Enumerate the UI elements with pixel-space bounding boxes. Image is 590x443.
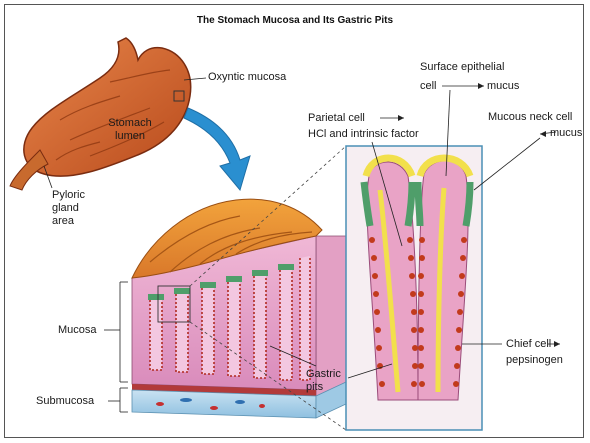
surface-epithelial-cell-line2: cell [420, 80, 437, 93]
pyloric-gland-area-label: Pyloric gland area [52, 189, 85, 228]
stomach-lumen-line1: Stomach [100, 117, 160, 130]
stomach-lumen-line2: lumen [100, 130, 160, 143]
hcl-intrinsic-factor-label: HCl and intrinsic factor [308, 128, 419, 141]
pyloric-line1: Pyloric [52, 189, 85, 202]
oxyntic-mucosa-label: Oxyntic mucosa [208, 71, 286, 84]
surface-mucus-label: mucus [487, 80, 519, 93]
pepsinogen-label: pepsinogen [506, 354, 563, 367]
mucosa-label: Mucosa [58, 324, 97, 337]
submucosa-label: Submucosa [36, 395, 94, 408]
stomach-lumen-label: Stomach lumen [100, 117, 160, 143]
magnify-arrow [184, 108, 250, 190]
gastric-gland-panel [346, 146, 482, 430]
gastric-pits-line1: Gastric [306, 368, 341, 381]
mucous-neck-cell-label: Mucous neck cell [488, 111, 572, 124]
parietal-cell-label: Parietal cell [308, 112, 365, 125]
gastric-pits-label: Gastric pits [306, 368, 341, 394]
pyloric-line2: gland [52, 202, 85, 215]
gastric-pits-line2: pits [306, 381, 341, 394]
chief-cell-label: Chief cell [506, 338, 551, 351]
stomach-illustration [10, 38, 206, 190]
figure-title: The Stomach Mucosa and Its Gastric Pits [0, 15, 590, 26]
mucous-neck-mucus-label: mucus [550, 127, 582, 140]
surface-epithelial-cell-label: Surface epithelial [420, 61, 504, 74]
pyloric-line3: area [52, 215, 85, 228]
